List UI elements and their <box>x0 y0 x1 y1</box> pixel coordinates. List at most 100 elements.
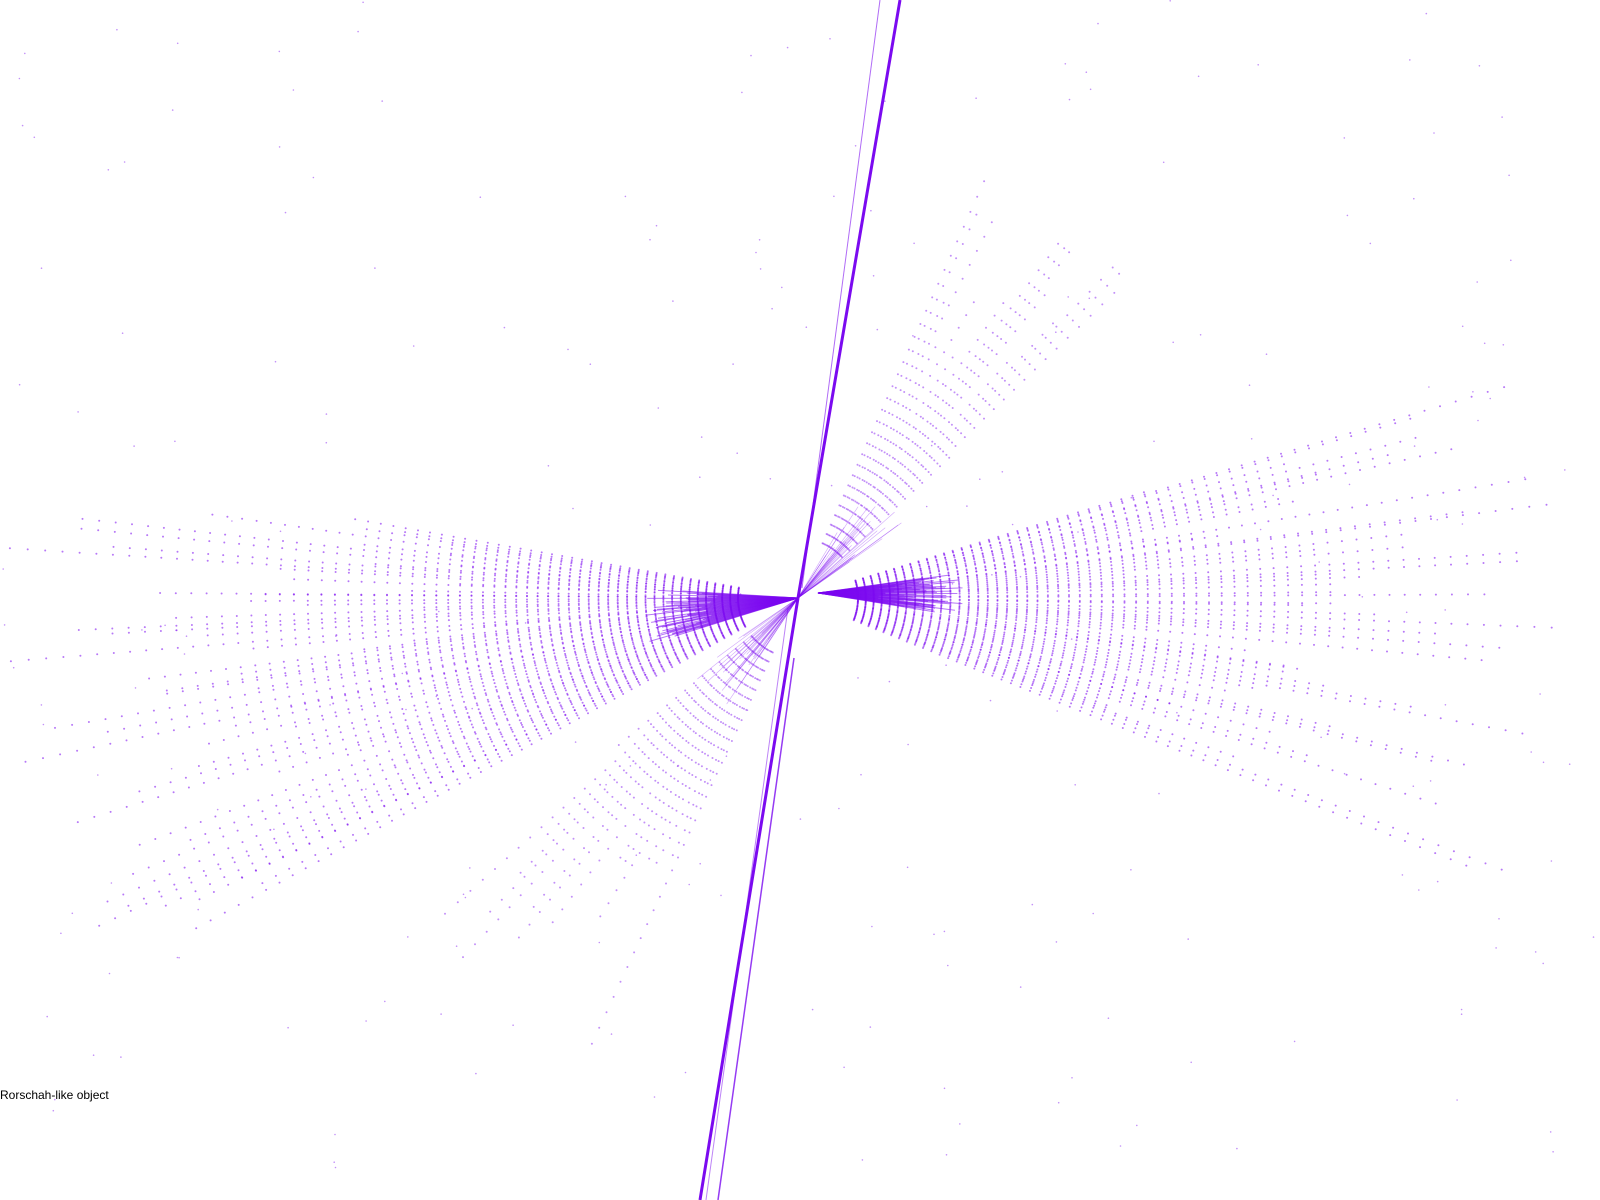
scatter-dot <box>447 598 450 601</box>
scatter-dot <box>537 582 539 585</box>
scatter-dot <box>467 671 470 674</box>
scatter-dot <box>529 556 532 558</box>
scatter-dot <box>542 651 545 653</box>
scatter-dot <box>1163 525 1166 528</box>
scatter-dot <box>1216 474 1219 477</box>
scatter-dot <box>650 638 653 641</box>
scatter-dot <box>463 700 465 703</box>
scatter-dot <box>663 615 666 618</box>
scatter-dot <box>334 611 337 614</box>
scatter-dot <box>1036 582 1038 584</box>
scatter-dot <box>561 679 563 682</box>
scatter-dot <box>617 611 620 614</box>
scatter-dot <box>419 723 422 726</box>
scatter-dot <box>353 671 356 674</box>
scatter-dot <box>508 693 511 696</box>
scatter-dot <box>1042 550 1045 553</box>
scatter-dot <box>1130 542 1133 545</box>
scatter-dot <box>293 619 296 622</box>
scatter-dot <box>1254 463 1257 466</box>
scatter-dot <box>109 742 112 745</box>
scatter-dot <box>1313 553 1316 556</box>
scatter-dot <box>175 616 178 619</box>
scatter-dot <box>1329 577 1331 579</box>
scatter-dot <box>526 600 528 603</box>
scatter-dot <box>1232 484 1235 487</box>
scatter-dot <box>363 759 366 762</box>
scatter-dot <box>459 583 462 585</box>
scatter-dot <box>1271 473 1274 476</box>
scatter-dot <box>1084 541 1087 543</box>
scatter-dot <box>1075 555 1078 558</box>
scatter-dot <box>480 675 482 678</box>
scatter-dot <box>1111 577 1114 580</box>
scatter-dot <box>437 697 440 700</box>
scatter-dot <box>307 578 310 581</box>
scatter-dot <box>552 648 555 651</box>
scatter-dot <box>114 521 117 524</box>
scatter-dot <box>483 626 486 629</box>
scatter-dot <box>217 777 220 780</box>
scatter-dot <box>436 694 439 697</box>
scatter-dot <box>1088 569 1091 572</box>
scatter-dot <box>457 681 460 683</box>
scatter-dot <box>513 706 516 709</box>
scatter-dot <box>360 616 363 619</box>
scatter-dot <box>574 685 577 688</box>
scatter-dot <box>539 556 542 558</box>
scatter-dot <box>557 598 560 601</box>
scatter-dot <box>961 552 964 555</box>
scatter-dot <box>1388 462 1391 465</box>
scatter-dot <box>1132 555 1135 558</box>
scatter-dot <box>436 626 439 628</box>
scatter-dot <box>298 672 301 675</box>
scatter-dot <box>313 819 316 822</box>
scatter-dot <box>1498 552 1501 555</box>
scatter-dot <box>1026 595 1029 598</box>
scatter-dot <box>1314 471 1317 474</box>
scatter-dot <box>1499 624 1502 627</box>
scatter-dot <box>439 651 442 654</box>
scatter-dot <box>1145 564 1148 567</box>
scatter-dot <box>423 602 426 605</box>
scatter-dot <box>635 653 638 656</box>
scatter-dot <box>542 688 544 691</box>
scatter-dot <box>448 629 451 632</box>
scatter-dot <box>567 664 570 667</box>
scatter-dot <box>688 605 691 608</box>
scatter-dot <box>256 748 259 751</box>
scatter-dot <box>981 553 984 555</box>
scatter-dot <box>621 669 624 672</box>
scatter-dot <box>566 717 568 720</box>
scatter-dot <box>411 602 413 605</box>
scatter-dot <box>966 572 969 574</box>
scatter-dot <box>229 696 232 699</box>
scatter-dot <box>278 881 281 884</box>
scatter-dot <box>298 783 301 786</box>
scatter-dot <box>200 772 202 775</box>
scatter-dot <box>506 559 509 562</box>
scatter-dot <box>1143 493 1146 496</box>
scatter-dot <box>291 874 294 877</box>
scatter-dot <box>1112 511 1115 514</box>
scatter-dot <box>389 647 392 650</box>
scatter-dot <box>1246 592 1249 594</box>
scatter-dot <box>967 596 970 599</box>
scatter-dot <box>398 602 401 605</box>
scatter-dot <box>1114 521 1117 524</box>
scatter-dot <box>415 652 418 655</box>
scatter-dot <box>451 649 454 652</box>
scatter-dot <box>386 573 389 576</box>
scatter-dot <box>495 632 498 635</box>
scatter-dot <box>1033 562 1036 564</box>
scatter-dot <box>197 765 200 767</box>
scatter-dot <box>505 568 508 571</box>
scatter-dot <box>653 608 656 611</box>
scatter-dot <box>127 631 130 634</box>
scatter-dot <box>447 575 450 577</box>
beam-line <box>721 597 799 691</box>
scatter-dot <box>472 632 475 635</box>
scatter-dot <box>1019 539 1021 542</box>
scatter-dot <box>571 639 574 642</box>
scatter-dot <box>557 607 560 610</box>
